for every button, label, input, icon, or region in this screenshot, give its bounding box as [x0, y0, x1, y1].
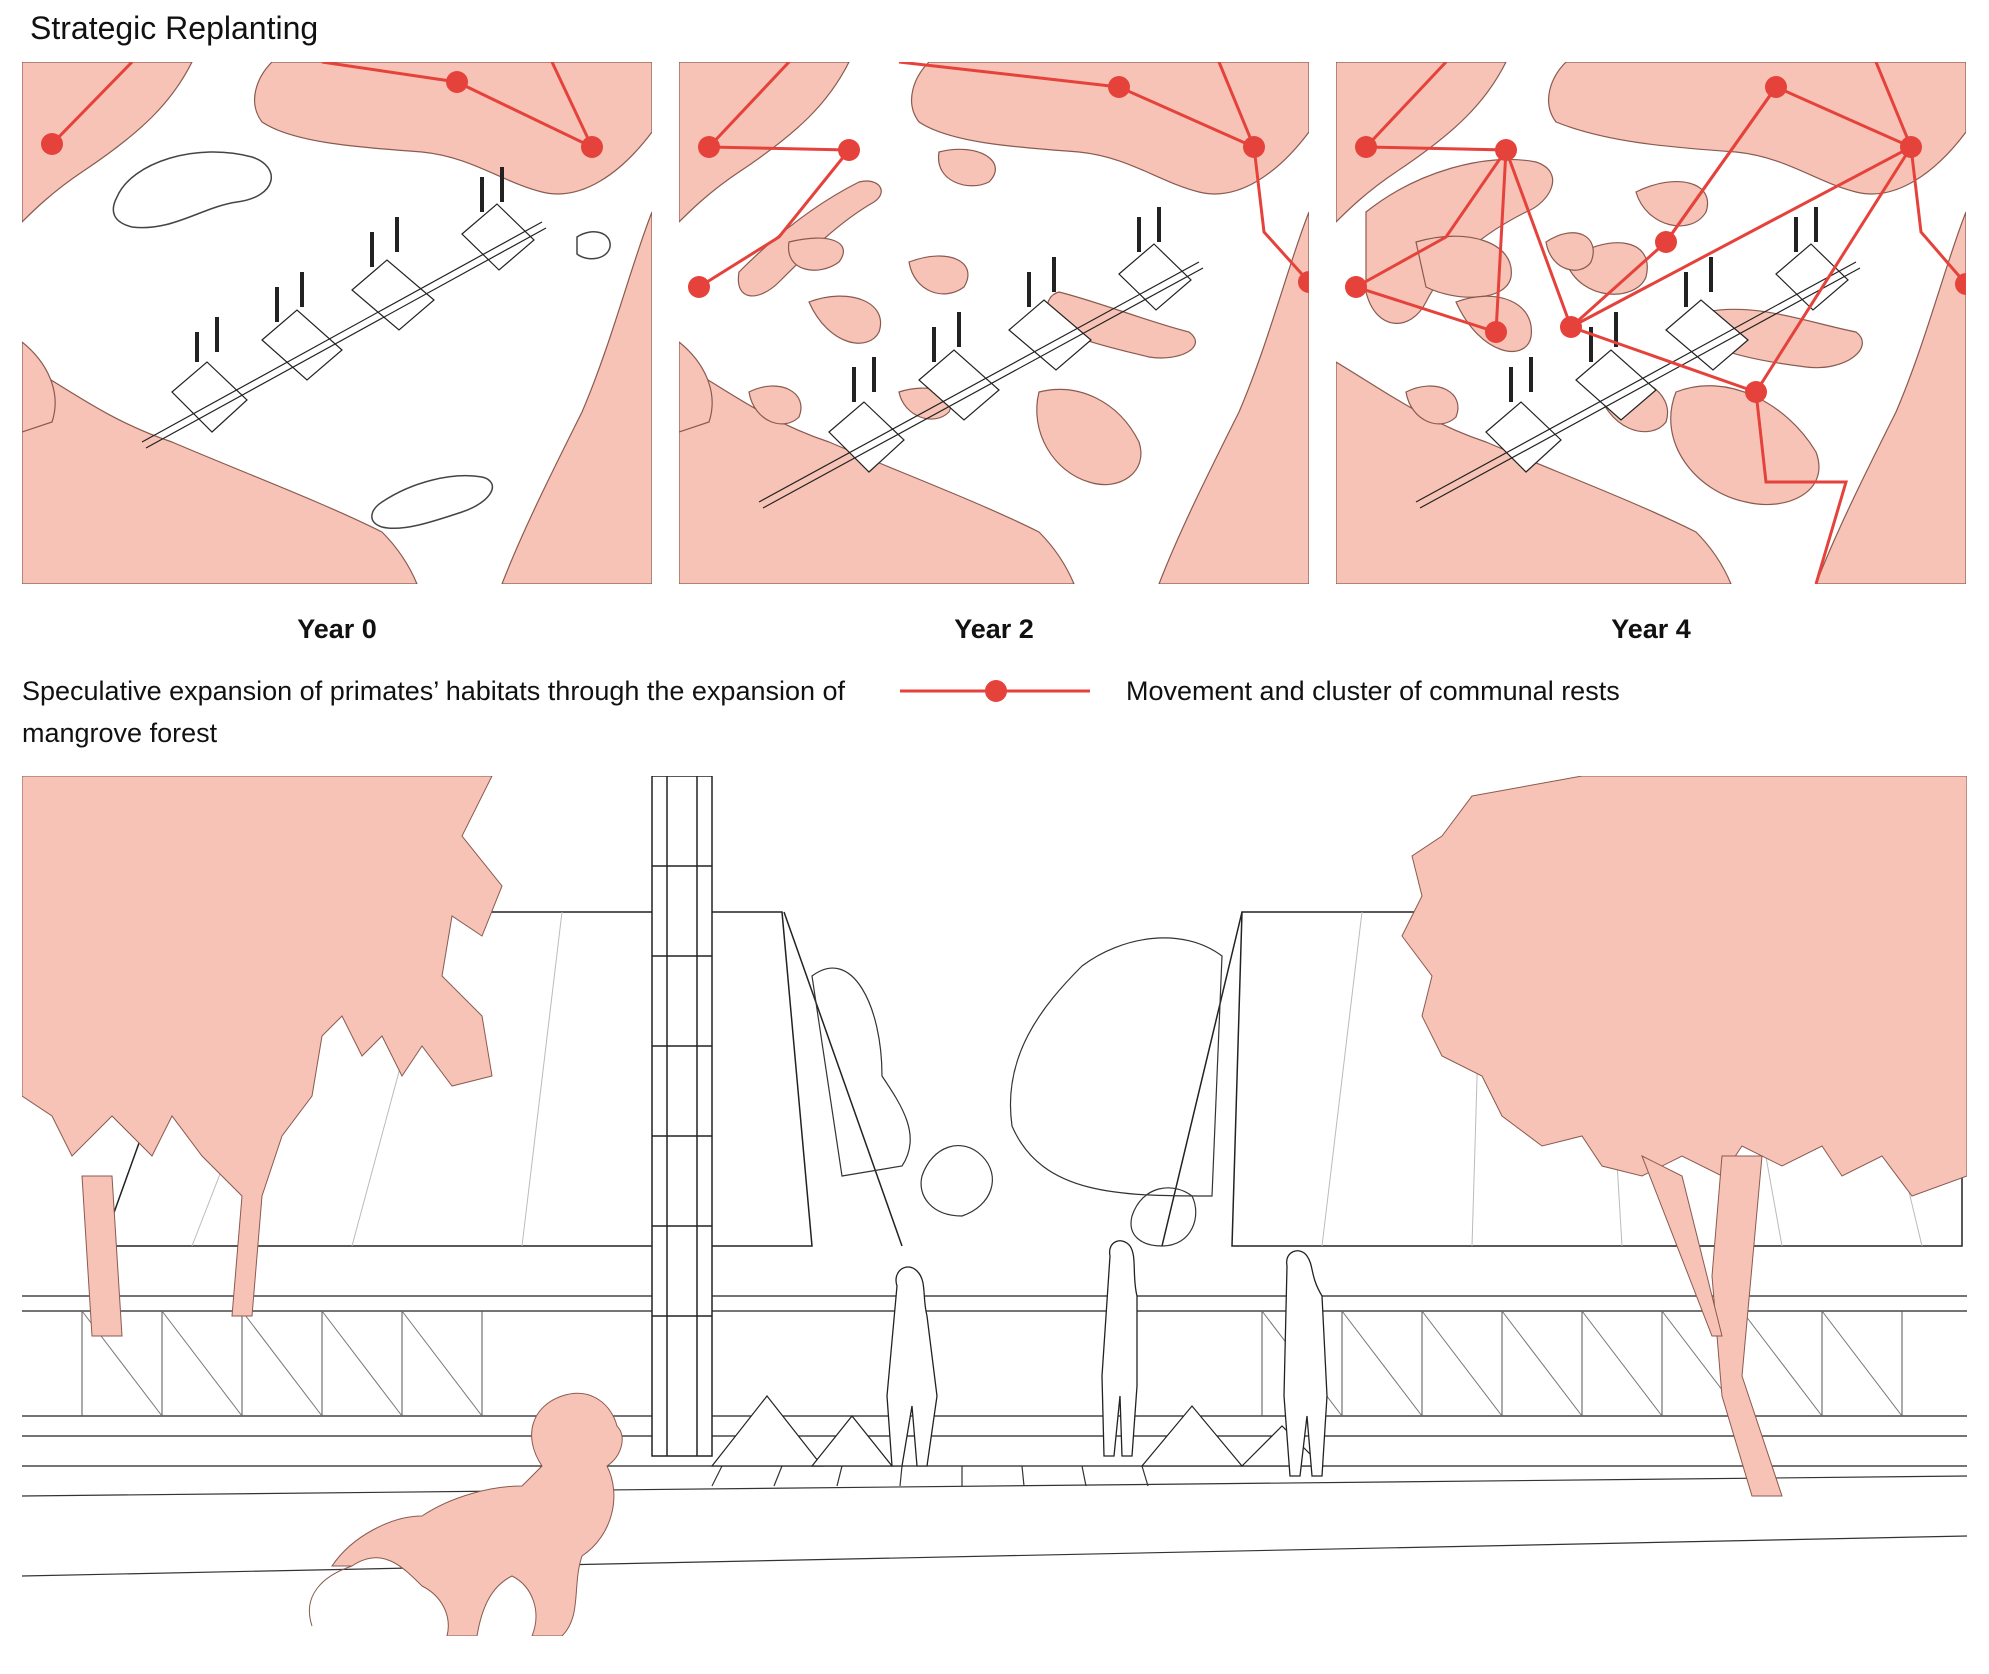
new-patch-7	[1036, 388, 1142, 486]
primate-route	[698, 62, 1309, 289]
foreground-tree-right	[1401, 775, 1968, 1497]
lattice-column	[651, 775, 713, 1457]
pond-outline-right	[576, 231, 611, 260]
legend-route-symbol	[900, 676, 1090, 711]
year-0-plan	[22, 62, 652, 584]
monkey-tail	[308, 1565, 353, 1627]
year-4-plan	[1336, 62, 1966, 584]
communal-rest-points	[688, 76, 1309, 298]
new-patch-3	[808, 295, 882, 344]
caption-year-4: Year 4	[1611, 614, 1691, 644]
year-2-plan-drawing	[679, 62, 1309, 584]
communal-rest-points	[1345, 76, 1966, 403]
figure-title: Strategic Replanting	[30, 10, 319, 46]
deck-railing	[22, 1295, 1967, 1467]
railing-posts	[81, 1311, 1903, 1416]
forest-patch-bottom-right	[501, 211, 652, 584]
year-0-plan-drawing	[22, 62, 652, 584]
pavilion-chimneys	[195, 167, 504, 362]
boardwalk	[21, 1465, 1968, 1577]
pavilion-row	[758, 243, 1204, 509]
caption-year-0: Year 0	[297, 614, 377, 644]
pavilion-row	[1415, 243, 1861, 509]
new-patch-5	[938, 148, 996, 187]
pond-outline-bottom	[371, 474, 494, 530]
forest-patch-bottom-left	[22, 361, 418, 584]
monkey-silhouette	[331, 1392, 623, 1637]
year-2-plan	[679, 62, 1309, 584]
planter-cones	[710, 1395, 1324, 1467]
forest-patch-left-edge	[22, 341, 56, 433]
figure-description: Speculative expansion of primates’ habit…	[22, 676, 846, 748]
people-figures	[886, 1240, 1328, 1477]
new-patch-2	[788, 237, 844, 271]
primate-route	[1352, 62, 1966, 584]
pavilion-row	[141, 203, 547, 449]
railing-braces	[81, 1310, 1903, 1417]
new-patch-4	[908, 255, 969, 295]
communal-rest-points	[41, 71, 603, 158]
pavilion-chimneys	[852, 207, 1161, 402]
foreground-tree-left	[21, 775, 503, 1337]
background-tree-outlines	[811, 937, 1223, 1247]
pond-outline-top	[112, 151, 272, 229]
new-patch-8	[748, 385, 802, 425]
perspective-scene	[21, 775, 1968, 1641]
perspective-scene-drawing	[21, 775, 1968, 1637]
caption-year-2: Year 2	[954, 614, 1034, 644]
legend-label: Movement and cluster of communal rests	[1126, 676, 1620, 706]
year-4-plan-drawing	[1336, 62, 1966, 584]
forest-patch-top-left	[22, 62, 193, 223]
primate-route	[50, 62, 596, 151]
forest-patch-top-right	[253, 62, 652, 195]
